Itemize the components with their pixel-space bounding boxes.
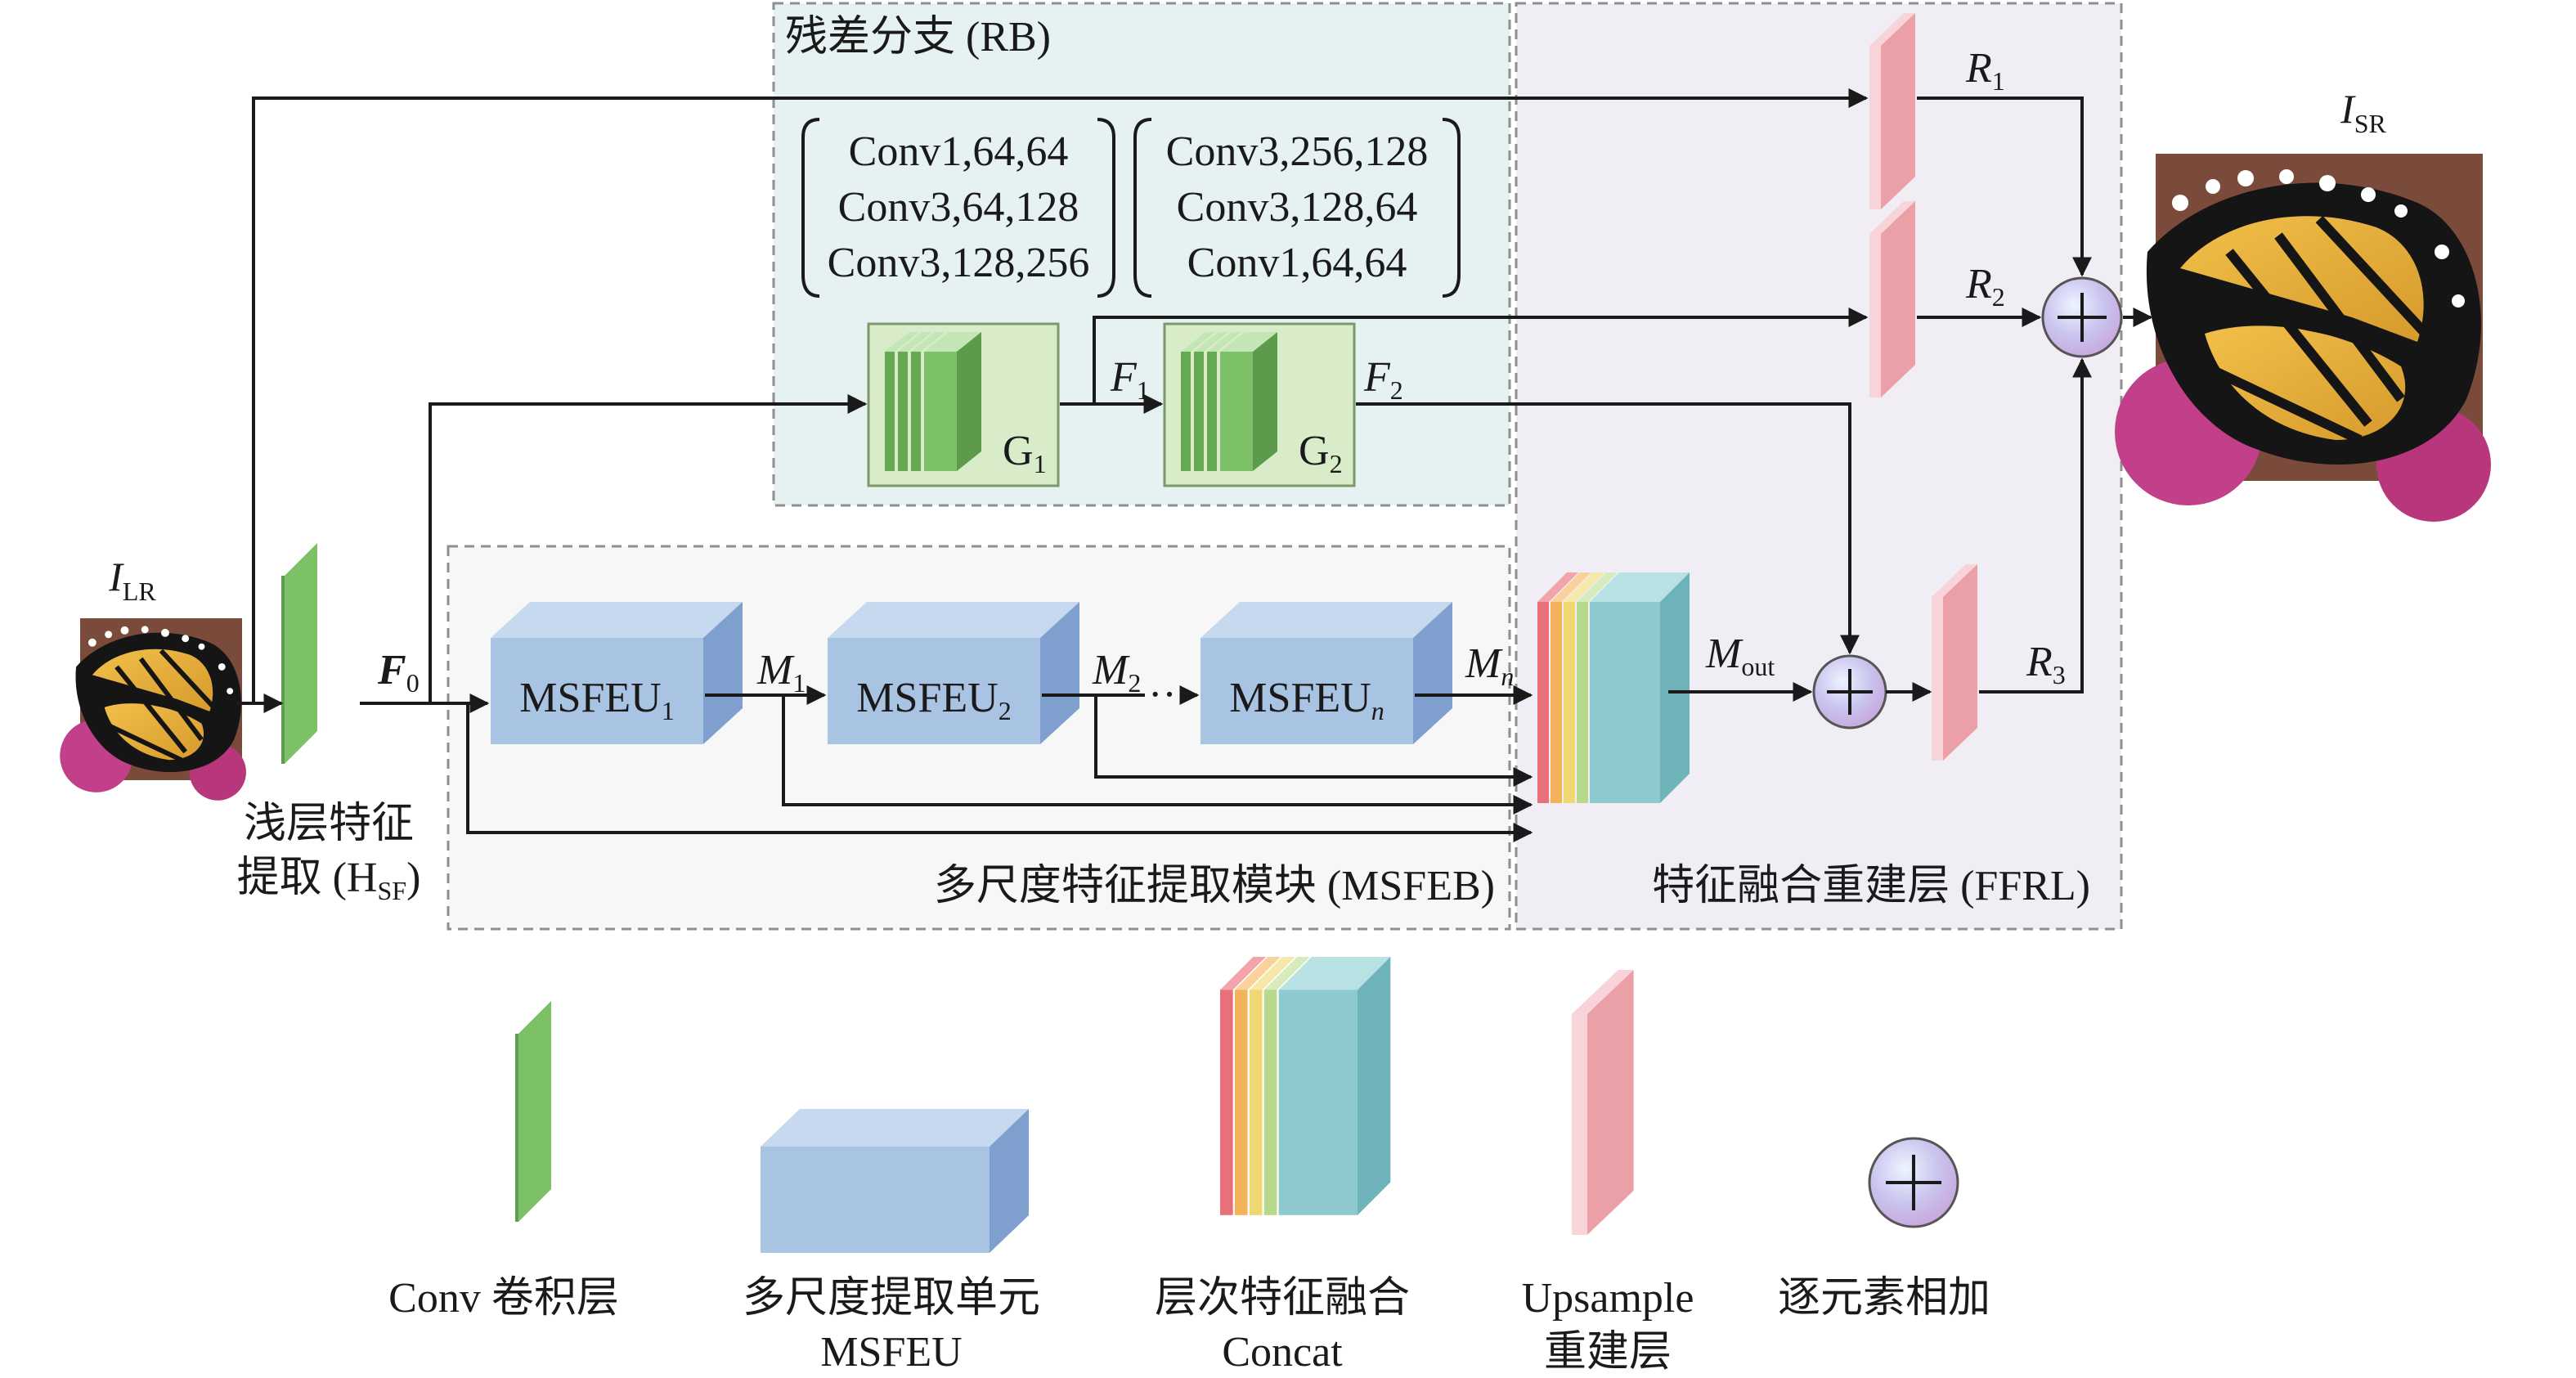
wire-f2-to-add xyxy=(1356,402,1860,655)
wire-f1-to-r2 xyxy=(1093,307,1869,404)
g2-conv-line1: Conv3,256,128 xyxy=(1166,128,1429,175)
upsample-r3-layer xyxy=(1932,564,1977,761)
legend-add-icon xyxy=(1868,1137,1959,1228)
wire-m1-to-concat xyxy=(782,695,1533,815)
g1-conv-line1: Conv1,64,64 xyxy=(849,128,1069,175)
g2-conv-line3: Conv1,64,64 xyxy=(1187,240,1407,286)
shallow-label-line1: 浅层特征 xyxy=(244,801,414,847)
msfeu-1-block: MSFEU1 xyxy=(491,602,743,744)
legend-conv-label: Conv 卷积层 xyxy=(388,1275,619,1322)
output-sr-image xyxy=(2115,154,2491,522)
g1-conv-line3: Conv3,128,256 xyxy=(828,240,1090,286)
input-lr-image xyxy=(60,618,246,801)
wire-r1-to-add xyxy=(1917,97,2092,277)
svg-text:MSFEUn: MSFEUn xyxy=(1229,675,1384,725)
add-node-main xyxy=(2041,276,2123,358)
wire-skip-to-r1 xyxy=(252,88,1869,703)
m2-label: M2 xyxy=(1092,647,1141,698)
msfeu-2-block: MSFEU2 xyxy=(828,602,1079,744)
ffrl-title: 特征融合重建层 (FFRL) xyxy=(1652,863,2090,909)
mout-label: Mout xyxy=(1705,631,1775,681)
msfeu-n-block: MSFEUn xyxy=(1200,602,1452,744)
upsample-r2-layer xyxy=(1869,201,1915,397)
svg-text:G1: G1 xyxy=(1003,428,1047,478)
g2-block: G2 xyxy=(1163,322,1356,487)
wire-m2-to-concat xyxy=(1094,695,1533,787)
svg-text:MSFEU2: MSFEU2 xyxy=(856,675,1011,725)
add-node-mout xyxy=(1812,654,1887,729)
legend-msfeu-label-1: 多尺度提取单元 xyxy=(743,1275,1040,1322)
legend-upsample-label-1: Upsample xyxy=(1522,1275,1694,1322)
legend-concat-label-2: Concat xyxy=(1222,1329,1343,1376)
g1-block: G1 xyxy=(867,322,1060,487)
legend-msfeu-label-2: MSFEU xyxy=(820,1329,962,1376)
g2-brace xyxy=(1133,118,1152,298)
legend-concat-label-1: 层次特征融合 xyxy=(1155,1275,1410,1322)
legend-conv-icon xyxy=(515,1001,551,1222)
svg-text:MSFEU1: MSFEU1 xyxy=(519,675,674,725)
g1-brace xyxy=(801,118,820,298)
f1-label: F1 xyxy=(1110,354,1150,405)
mn-label: Mn xyxy=(1465,640,1514,691)
legend-add-label: 逐元素相加 xyxy=(1778,1275,1990,1322)
svg-text:G2: G2 xyxy=(1299,428,1343,478)
rb-title: 残差分支 (RB) xyxy=(785,14,1051,61)
msfeb-title: 多尺度特征提取模块 (MSFEB) xyxy=(934,863,1495,909)
concat-stack xyxy=(1537,572,1690,803)
wire-r3-to-add xyxy=(1979,357,2092,693)
shallow-conv-layer xyxy=(281,543,317,764)
r3-label: R3 xyxy=(2026,639,2066,689)
f2-label: F2 xyxy=(1363,354,1403,405)
g1-conv-line2: Conv3,64,128 xyxy=(838,184,1079,231)
g2-conv-line2: Conv3,128,64 xyxy=(1177,184,1418,231)
shallow-label-line2: 提取 (HSF) xyxy=(237,855,421,905)
legend-upsample-icon xyxy=(1572,970,1634,1235)
legend: Conv 卷积层 多尺度提取单元 MSFEU 层次特征融合 Concat Ups… xyxy=(388,957,1990,1376)
upsample-r1-layer xyxy=(1869,13,1915,209)
wire-f0-to-concat xyxy=(466,703,1533,842)
wire-f0-to-g1 xyxy=(429,394,868,703)
legend-msfeu-icon xyxy=(761,1109,1029,1253)
output-sr-label: ISR xyxy=(2340,86,2386,138)
r1-label: R1 xyxy=(1965,45,2005,96)
m1-label: M1 xyxy=(756,647,806,698)
legend-upsample-label-2: 重建层 xyxy=(1544,1329,1672,1376)
f0-label: F0 xyxy=(377,647,420,698)
r2-label: R2 xyxy=(1965,261,2005,312)
legend-concat-icon xyxy=(1220,957,1391,1215)
input-lr-label: ILR xyxy=(108,554,156,606)
